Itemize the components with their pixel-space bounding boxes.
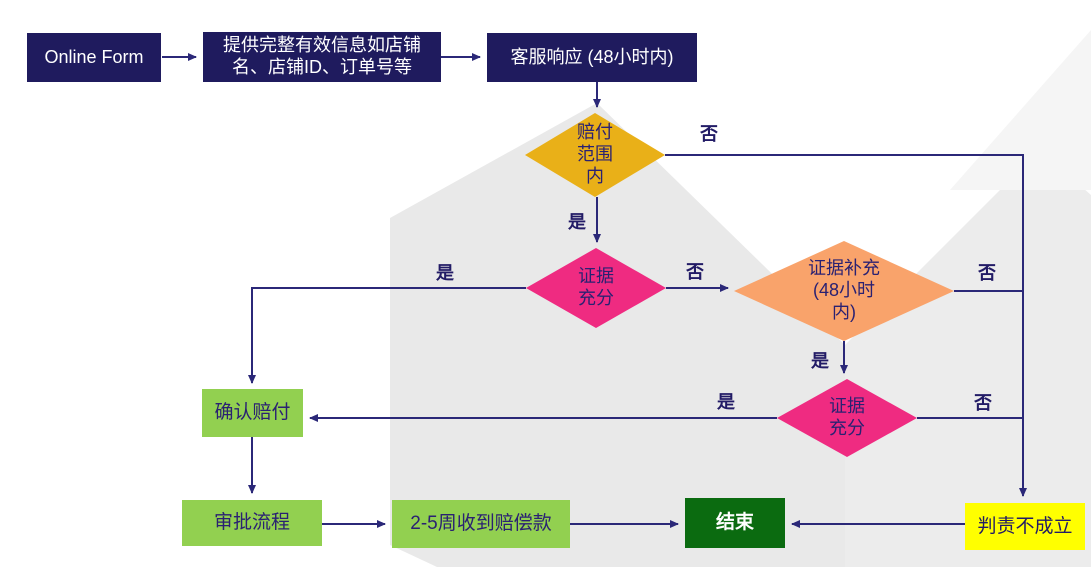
edge-label-no-2: 否 [686, 262, 704, 282]
node-confirm-compensation[interactable]: 确认赔付 [202, 389, 303, 437]
edge-label-yes-2: 是 [436, 263, 454, 283]
edge-label-yes-4: 是 [717, 392, 735, 412]
node-online-form[interactable]: Online Form [27, 33, 161, 82]
node-provide-info[interactable]: 提供完整有效信息如店铺 名、店铺ID、订单号等 [203, 32, 441, 82]
node-receive-payment[interactable]: 2-5周收到赔偿款 [392, 500, 570, 548]
edge-label-yes-3: 是 [811, 351, 829, 371]
edge-label-no-4: 否 [974, 393, 992, 413]
node-approval-process[interactable]: 审批流程 [182, 500, 322, 546]
connector-evidence1-yes-to-confirm [248, 287, 526, 384]
node-not-liable[interactable]: 判责不成立 [965, 503, 1085, 550]
edge-label-no-3: 否 [978, 263, 996, 283]
node-end[interactable]: 结束 [685, 498, 785, 548]
edge-label-yes-1: 是 [568, 212, 586, 232]
edge-label-no-1: 否 [700, 124, 718, 144]
node-customer-service-response[interactable]: 客服响应 (48小时内) [487, 33, 697, 82]
connector-inscope-no-to-notliable [665, 154, 1027, 497]
